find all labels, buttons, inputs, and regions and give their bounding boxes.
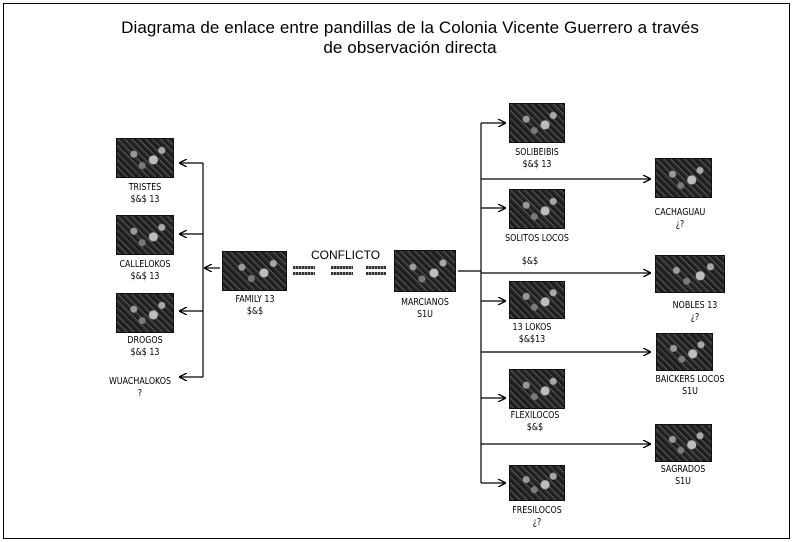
conflict-dash-3	[331, 266, 353, 269]
callelokos-photo	[116, 215, 174, 255]
tristes-photo	[116, 138, 174, 178]
conflict-dash-5	[366, 266, 386, 269]
flexilocos-label: FLEXILOCOS $&$	[491, 410, 579, 434]
sagrados-tag: S1U	[639, 476, 727, 488]
cachaguau-tag: ¿?	[636, 219, 724, 231]
tristes-label: TRISTES $&$ 13	[101, 182, 189, 206]
family-13-name: FAMILY 13	[211, 294, 299, 306]
solibeibis-tag: $&$ 13	[493, 159, 581, 171]
baickers-locos-label: BAICKERS LOCOS S1U	[637, 374, 743, 398]
cachaguau-photo	[655, 158, 712, 198]
13-lokos-name: 13 LOKOS	[488, 322, 576, 334]
fresilocos-tag: ¿?	[493, 517, 581, 529]
conflict-label: CONFLICTO	[311, 248, 380, 262]
baickers-locos-tag: S1U	[637, 386, 743, 398]
wuachalokos-tag: ?	[87, 388, 193, 400]
solibeibis-name: SOLIBEIBIS	[493, 147, 581, 159]
nobles-13-label: NOBLES 13 ¿?	[651, 300, 739, 324]
marcianos-tag: S1U	[381, 309, 469, 321]
family-13-label: FAMILY 13 $&$	[211, 294, 299, 318]
flexilocos-name: FLEXILOCOS	[491, 410, 579, 422]
marcianos-photo	[394, 250, 456, 292]
13-lokos-photo	[509, 281, 565, 319]
tristes-name: TRISTES	[101, 182, 189, 194]
tristes-tag: $&$ 13	[101, 194, 189, 206]
sagrados-name: SAGRADOS	[639, 464, 727, 476]
conflict-dash-2	[293, 272, 315, 275]
nobles-13-photo	[655, 255, 725, 293]
solitos-locos-label: SOLITOS LOCOS	[489, 233, 586, 245]
callelokos-tag: $&$ 13	[92, 271, 198, 283]
family-13-photo	[222, 251, 287, 291]
drogos-tag: $&$ 13	[101, 347, 189, 359]
flexilocos-photo	[509, 369, 565, 409]
wuachalokos-label: WUACHALOKOS ?	[87, 376, 193, 400]
solibeibis-label: SOLIBEIBIS $&$ 13	[493, 147, 581, 171]
13-lokos-tag: $&$13	[488, 334, 576, 346]
drogos-label: DROGOS $&$ 13	[101, 335, 189, 359]
right-trunk-tag: $&$	[512, 256, 547, 268]
13-lokos-label: 13 LOKOS $&$13	[488, 322, 576, 346]
callelokos-name: CALLELOKOS	[92, 259, 198, 271]
conflict-dash-4	[331, 272, 353, 275]
solibeibis-photo	[509, 103, 565, 143]
nobles-13-tag: ¿?	[651, 312, 739, 324]
wuachalokos-name: WUACHALOKOS	[87, 376, 193, 388]
cachaguau-name: CACHAGUAU	[636, 207, 724, 219]
nobles-13-name: NOBLES 13	[651, 300, 739, 312]
fresilocos-label: FRESILOCOS ¿?	[493, 505, 581, 529]
marcianos-name: MARCIANOS	[381, 297, 469, 309]
conflict-dash-6	[366, 272, 386, 275]
flexilocos-tag: $&$	[491, 422, 579, 434]
sagrados-photo	[655, 424, 712, 462]
cachaguau-label: CACHAGUAU ¿?	[636, 207, 724, 231]
baickers-locos-name: BAICKERS LOCOS	[637, 374, 743, 386]
solitos-locos-name: SOLITOS LOCOS	[489, 233, 586, 245]
conflict-dash-1	[293, 266, 315, 269]
right-trunk-tag-text: $&$	[512, 256, 547, 268]
fresilocos-photo	[509, 465, 565, 501]
sagrados-label: SAGRADOS S1U	[639, 464, 727, 488]
drogos-name: DROGOS	[101, 335, 189, 347]
marcianos-label: MARCIANOS S1U	[381, 297, 469, 321]
fresilocos-name: FRESILOCOS	[493, 505, 581, 517]
callelokos-label: CALLELOKOS $&$ 13	[92, 259, 198, 283]
family-13-tag: $&$	[211, 306, 299, 318]
solitos-locos-photo	[509, 189, 565, 229]
baickers-locos-photo	[656, 333, 713, 371]
drogos-photo	[116, 293, 174, 333]
